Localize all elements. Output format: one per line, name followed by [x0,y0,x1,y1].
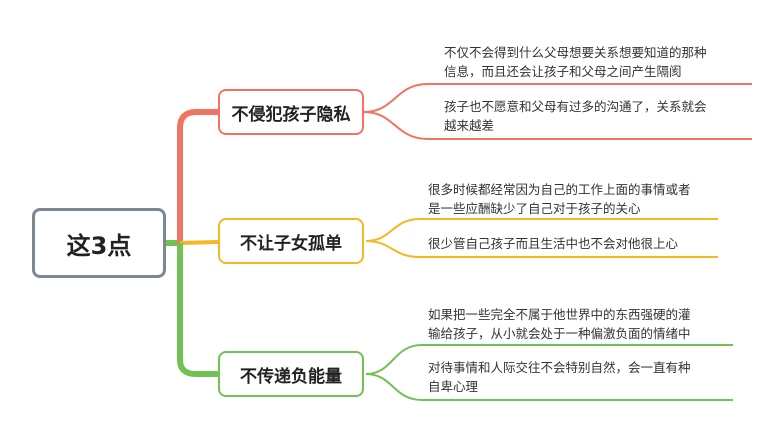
leaf-line: 很少管自己孩子而且生活中也不会对他很上心 [428,236,679,251]
branch-1-connector [177,109,218,243]
leaf-text-lonely-2[interactable]: 很少管自己孩子而且生活中也不会对他很上心 [428,234,678,253]
leaf-line: 孩子也不愿意和父母有过多的沟通了，关系就会 [444,99,707,114]
leaf-line: 输给孩子，从小就会处于一种偏激负面的情绪中 [428,326,691,341]
branch-3-connector [177,243,218,377]
branch-node-not-lonely[interactable]: 不让子女孤单 [218,218,364,264]
leaf-line: 信息，而且还会让孩子和父母之间产生隔阂 [444,64,682,79]
branch-1-leaf-2-connector [363,111,752,140]
leaf-line: 自卑心理 [428,379,479,394]
leaf-line: 对待事情和人际交往不会特别自然，会一直有种 [428,360,691,375]
leaf-text-privacy-2[interactable]: 孩子也不愿意和父母有过多的沟通了，关系就会 越来越差 [444,97,707,135]
leaf-line: 是一些应酬缺少了自己对于孩子的关心 [428,201,641,216]
branch-2-connector [179,240,219,245]
leaf-text-lonely-1[interactable]: 很多时候都经常因为自己的工作上面的事情或者 是一些应酬缺少了自己对于孩子的关心 [428,180,691,218]
leaf-line: 很多时候都经常因为自己的工作上面的事情或者 [428,182,691,197]
branch-1-leaf-1-connector [363,83,752,113]
branch-2-leaf-2-connector [365,240,718,258]
leaf-text-negativity-1[interactable]: 如果把一些完全不属于他世界中的东西强硬的灌 输给孩子，从小就会处于一种偏激负面的… [428,305,691,343]
leaf-line: 如果把一些完全不属于他世界中的东西强硬的灌 [428,307,691,322]
root-node[interactable]: 这3点 [32,208,166,278]
leaf-text-privacy-1[interactable]: 不仅不会得到什么父母想要关系想要知道的那种 信息，而且还会让孩子和父母之间产生隔… [444,43,707,81]
root-label: 这3点 [66,231,132,260]
branch-label: 不让子女孤单 [240,233,342,254]
branch-node-no-negativity[interactable]: 不传递负能量 [218,351,364,397]
leaf-line: 越来越差 [444,118,495,133]
branch-3-leaf-1-connector [365,344,733,375]
branch-2-leaf-1-connector [365,218,718,242]
branch-label: 不传递负能量 [240,366,342,387]
branch-3-leaf-2-connector [365,373,733,401]
leaf-line: 不仅不会得到什么父母想要关系想要知道的那种 [444,45,707,60]
branch-label: 不侵犯孩子隐私 [231,104,351,125]
branch-node-privacy[interactable]: 不侵犯孩子隐私 [218,89,364,135]
leaf-text-negativity-2[interactable]: 对待事情和人际交往不会特别自然，会一直有种 自卑心理 [428,358,691,396]
